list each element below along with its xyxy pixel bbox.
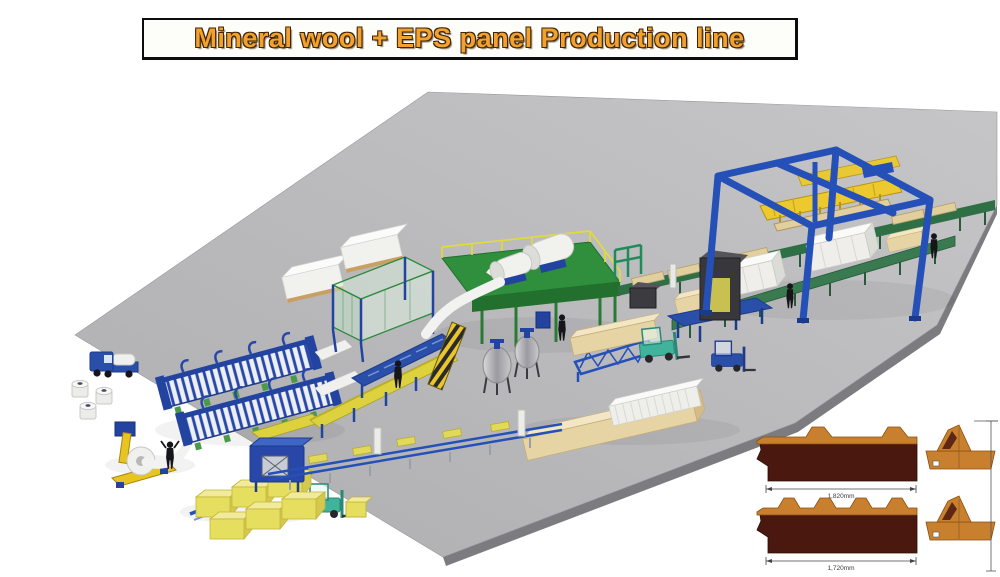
incline-walkway xyxy=(251,351,459,441)
panel-cross-section-inset: 1,820mm 1,720mm xyxy=(756,420,998,572)
access-stairs xyxy=(427,321,467,391)
beige-stack-short xyxy=(569,312,662,357)
mesh-hopper xyxy=(331,256,435,363)
gantry-crane xyxy=(700,146,934,324)
rib-detail-bottom xyxy=(925,495,996,541)
panel-bottom-width-label: 1,720mm xyxy=(827,565,854,572)
control-console xyxy=(535,311,551,329)
teal-forklift-with-block xyxy=(304,482,373,520)
eps-slabs xyxy=(308,421,511,464)
floor-stacks xyxy=(521,312,706,461)
page-title: Mineral wool + EPS panel Production line xyxy=(194,23,745,53)
overall-dimension-lines xyxy=(974,420,998,572)
eps-conveyor xyxy=(267,409,563,490)
panel-top-width-label: 1,820mm xyxy=(827,493,854,500)
workers xyxy=(160,233,938,469)
deck-railing xyxy=(441,230,621,282)
eps-cutting-machine xyxy=(248,437,314,492)
glue-tank xyxy=(482,339,512,395)
white-post xyxy=(669,263,677,289)
portal-frame xyxy=(613,243,643,280)
glue-tanks xyxy=(482,328,540,395)
delivery-truck xyxy=(89,351,139,378)
title-banner: Mineral wool + EPS panel Production line xyxy=(142,18,798,60)
laminating-machine xyxy=(421,230,621,391)
mineral-wool-rolls xyxy=(71,379,113,420)
rib-detail-top xyxy=(925,424,996,470)
stacker-unit xyxy=(629,282,662,309)
web-chute xyxy=(421,277,505,339)
wool-cutting-machine-1 xyxy=(154,331,323,415)
white-slat-stack xyxy=(608,377,704,427)
panel-profile-bottom: 1,720mm xyxy=(756,497,918,572)
glue-tank xyxy=(514,328,540,379)
panel-profile-top: 1,820mm xyxy=(756,426,918,500)
panel-bundle xyxy=(339,223,409,273)
white-panel-bundles xyxy=(280,223,409,303)
